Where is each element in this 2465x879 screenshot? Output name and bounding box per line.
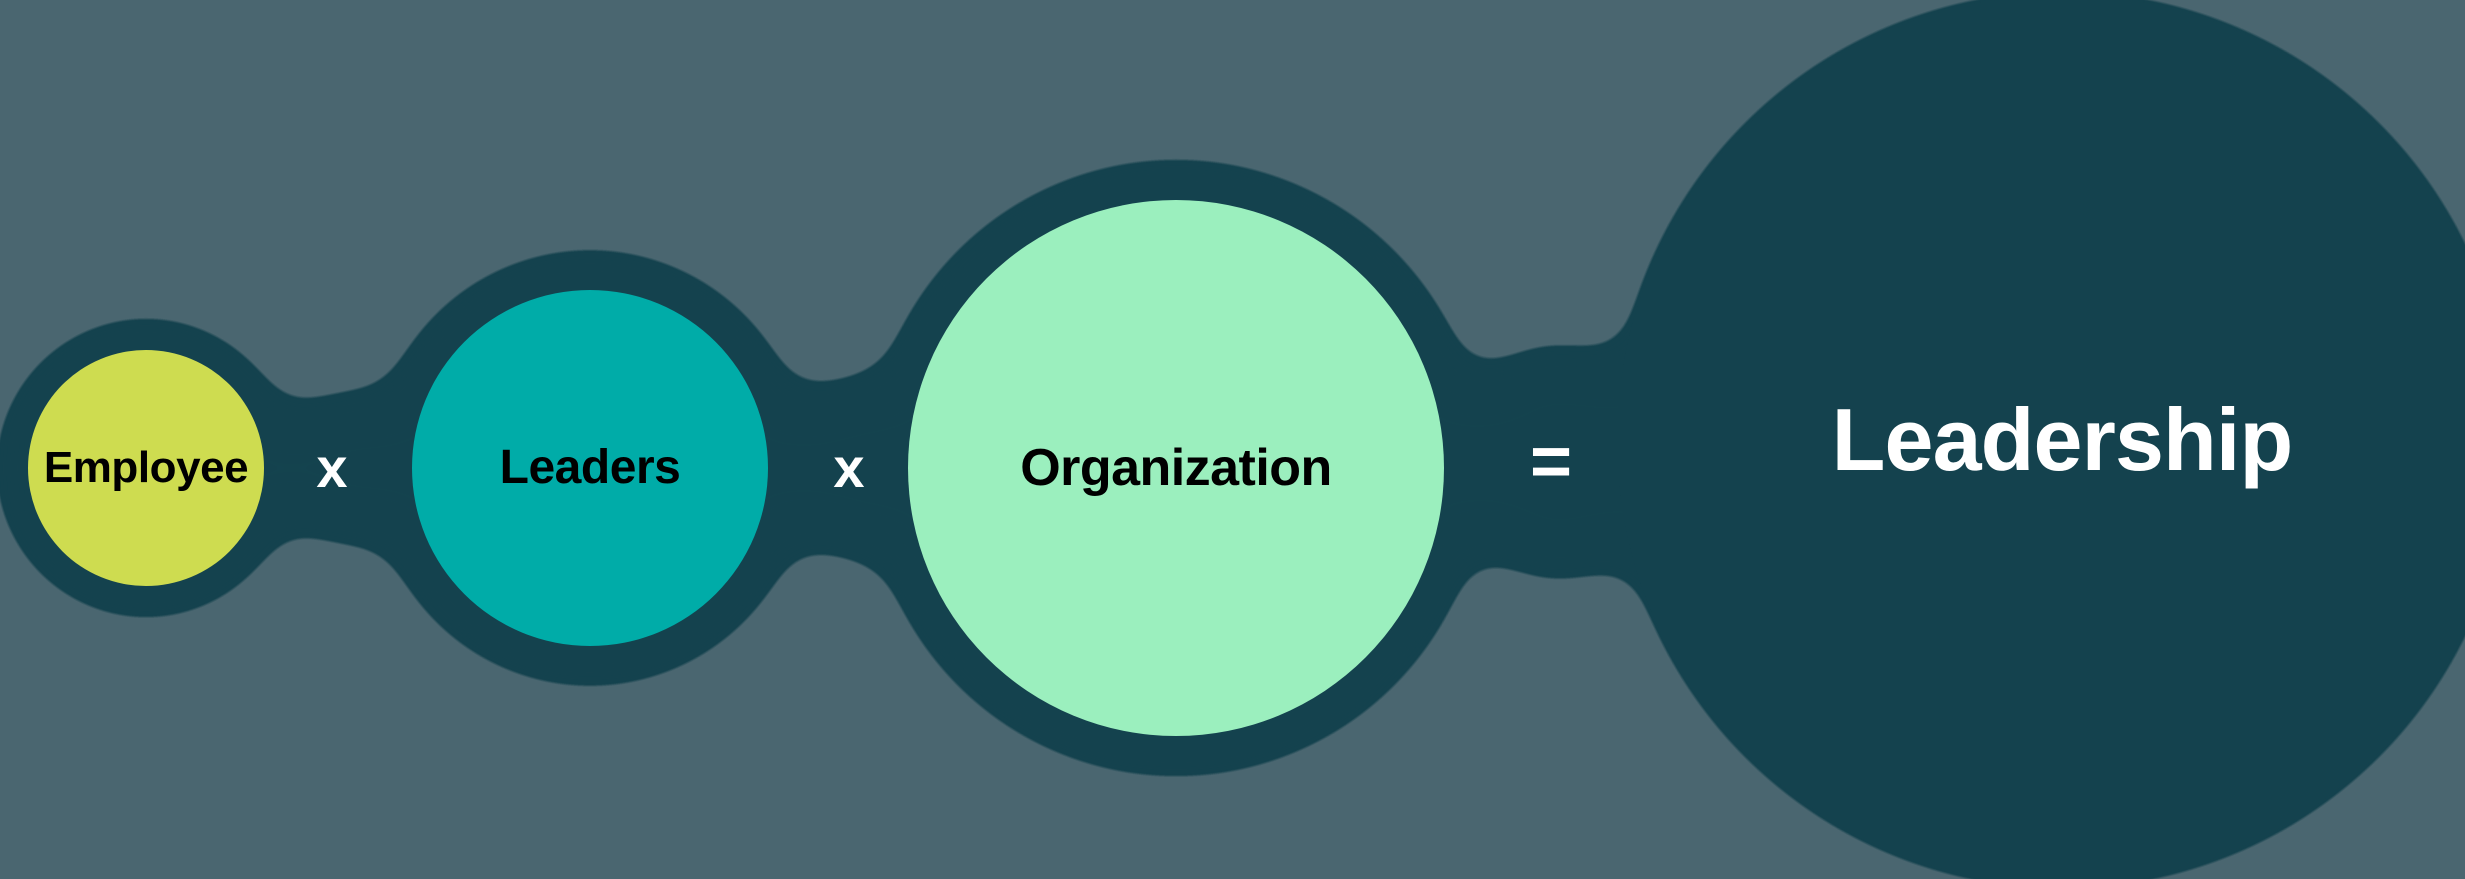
node-employee-label: Employee <box>43 443 249 492</box>
node-organization[interactable]: Organization <box>908 200 1444 736</box>
node-leaders[interactable]: Leaders <box>412 290 768 646</box>
node-leaders-label: Leaders <box>499 441 681 494</box>
node-organization-label: Organization <box>1020 439 1332 497</box>
equals-operator-symbol: = <box>1529 422 1573 502</box>
blob-lobe-5 <box>768 376 952 560</box>
multiply-operator-2: x <box>833 440 864 496</box>
multiply-operator-1: x <box>316 440 347 496</box>
node-employee[interactable]: Employee <box>28 350 264 586</box>
equals-operator: = <box>1530 426 1572 498</box>
node-leadership[interactable]: Leadership <box>1617 0 2465 879</box>
multiply-operator-2-symbol: x <box>833 436 865 499</box>
multiply-operator-1-symbol: x <box>316 436 348 499</box>
node-leadership-label: Leadership <box>1831 390 2294 489</box>
blob-lobe-4 <box>272 390 428 546</box>
